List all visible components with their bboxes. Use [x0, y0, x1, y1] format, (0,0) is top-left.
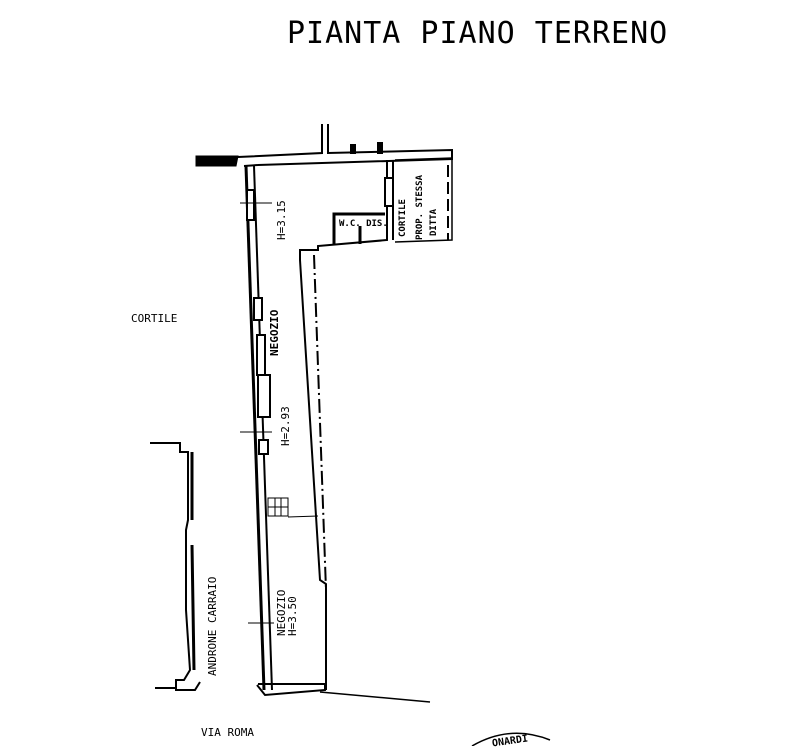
androne-carraio-label: ANDRONE CARRAIO [206, 576, 219, 676]
height-350-label: H=3.50 [286, 596, 299, 636]
via-roma-label: VIA ROMA [201, 726, 254, 739]
ditta-label: DITTA [429, 208, 439, 236]
wc-label: W.C. DIS. [339, 219, 388, 229]
prop-stessa-label: PROP. STESSA [415, 174, 425, 240]
plan-title: PIANTA PIANO TERRENO [287, 16, 669, 51]
negozio-upper-label: NEGOZIO [268, 309, 281, 356]
cortile-small-label: CORTILE [398, 199, 408, 237]
cortile-label: CORTILE [131, 312, 178, 325]
height-293-label: H=2.93 [279, 406, 292, 446]
height-315-label: H=3.15 [275, 200, 288, 240]
